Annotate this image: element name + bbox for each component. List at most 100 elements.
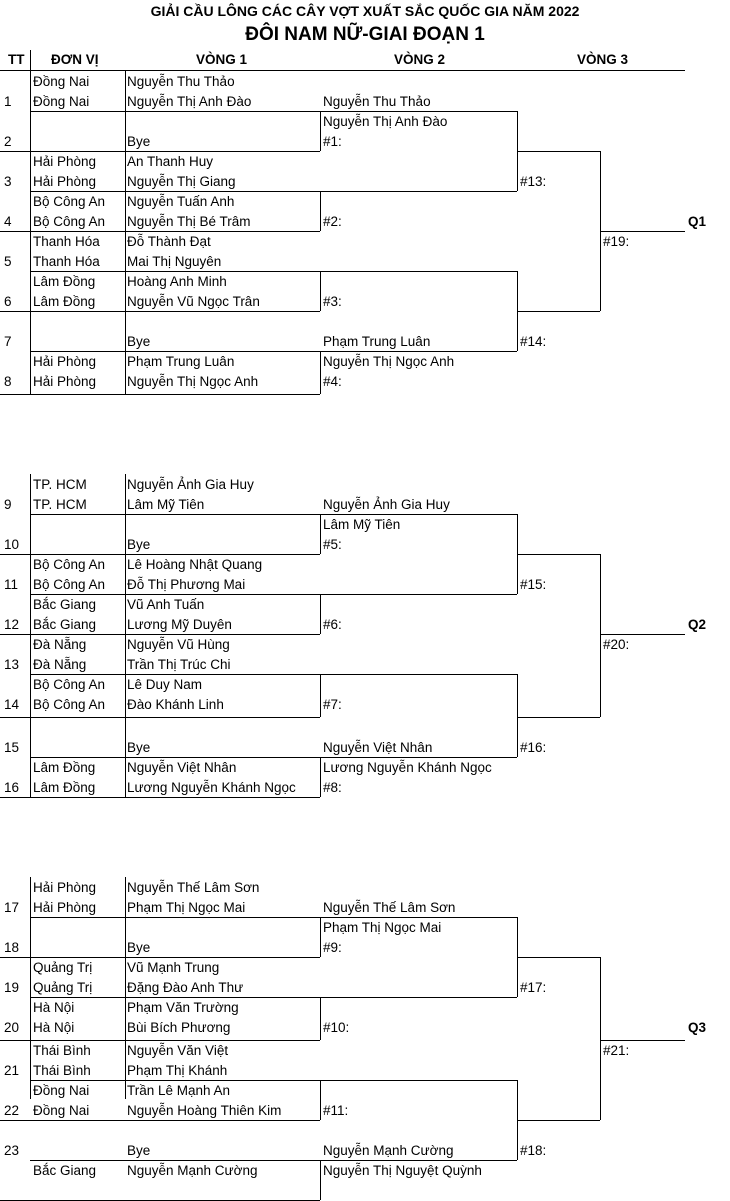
entry-number: 3 — [4, 174, 12, 189]
round1-match-line — [125, 1080, 320, 1081]
entry-player: Phạm Thị Khánh — [127, 1063, 228, 1078]
round2-match-label: #4: — [323, 374, 342, 389]
round2-line — [320, 757, 517, 758]
entry-unit: Hà Nội — [33, 1000, 75, 1015]
round1-match-line — [0, 797, 320, 798]
round2-player: Nguyễn Mạnh Cường — [323, 1143, 454, 1158]
entry-unit: Hải Phòng — [33, 374, 97, 389]
entry-unit: Lâm Đồng — [33, 780, 96, 795]
entry-unit: Bộ Công An — [33, 697, 106, 712]
entry-unit: Quảng Trị — [33, 980, 93, 995]
round2-line — [320, 594, 517, 595]
round1-match-line — [125, 351, 320, 352]
entry-player: Nguyễn Văn Việt — [127, 1043, 229, 1058]
round3-match-label: #16: — [520, 740, 547, 755]
round1-connector — [320, 917, 321, 957]
round1-match-line — [0, 311, 320, 312]
round2-player: Lâm Mỹ Tiên — [323, 517, 401, 532]
entry-player: Nguyễn Vũ Hùng — [127, 637, 230, 652]
entry-number: 7 — [4, 334, 12, 349]
round2-line — [320, 351, 517, 352]
entry-player: Lương Mỹ Duyên — [127, 617, 232, 632]
entry-unit: Bắc Giang — [33, 617, 97, 632]
round1-match-line — [125, 917, 320, 918]
header-separator — [30, 50, 31, 70]
entry-divider — [30, 757, 125, 758]
entry-player: Vũ Anh Tuấn — [127, 597, 205, 612]
round2-match-label: #11: — [323, 1103, 349, 1118]
entry-unit: Đồng Nai — [33, 74, 90, 89]
entry-unit: Bộ Công An — [33, 194, 106, 209]
qualifier-label: Q2 — [688, 617, 707, 632]
round2-player: Nguyễn Thị Ngọc Anh — [323, 354, 455, 369]
entry-unit: Bắc Giang — [33, 1163, 97, 1178]
entry-player: Bye — [127, 1143, 151, 1158]
entry-player: Phạm Văn Trường — [127, 1000, 239, 1015]
final-line — [600, 1040, 685, 1041]
entry-player: Lê Hoàng Nhật Quang — [127, 557, 263, 572]
entry-number: 16 — [4, 780, 20, 795]
entry-divider — [30, 674, 125, 675]
header-round1: VÒNG 1 — [196, 52, 248, 67]
entry-number: 21 — [4, 1063, 20, 1078]
round2-line — [320, 111, 517, 112]
entry-unit: Hải Phòng — [33, 174, 97, 189]
entry-unit: Bộ Công An — [33, 214, 106, 229]
round2-line — [320, 1080, 517, 1081]
round1-match-line — [0, 151, 320, 152]
round1-match-line — [125, 594, 320, 595]
entry-player: Nguyễn Ảnh Gia Huy — [127, 477, 254, 492]
round2-player: Nguyễn Thị Nguyệt Quỳnh — [323, 1163, 482, 1178]
round3-match-label: #14: — [520, 334, 547, 349]
round4-match-label: #21: — [603, 1043, 630, 1058]
entry-divider — [30, 514, 125, 515]
entry-unit: Thanh Hóa — [33, 254, 100, 269]
header-round3: VÒNG 3 — [577, 52, 629, 67]
header-tt: TT — [8, 52, 25, 67]
qualifier-label: Q3 — [688, 1020, 707, 1035]
entry-number: 20 — [4, 1020, 20, 1035]
entry-unit: Hải Phòng — [33, 900, 97, 915]
round3-connector — [600, 957, 601, 1120]
round1-match-line — [0, 231, 320, 232]
unit-column-separator — [30, 474, 31, 797]
round2-match-label: #6: — [323, 617, 342, 632]
entry-unit: Đà Nẵng — [33, 637, 87, 652]
round2-match-label: #3: — [323, 294, 342, 309]
round2-line — [320, 1160, 517, 1161]
entry-unit: Đồng Nai — [33, 1103, 90, 1118]
entry-player: Bye — [127, 940, 151, 955]
round1-connector — [320, 111, 321, 151]
entry-player: Phạm Trung Luân — [127, 354, 235, 369]
entry-divider — [30, 917, 125, 918]
entry-divider — [30, 1160, 125, 1161]
round2-player: Nguyễn Thu Thảo — [323, 94, 431, 109]
round2-line — [320, 191, 517, 192]
round2-line — [320, 514, 517, 515]
entry-number: 22 — [4, 1103, 20, 1118]
round1-match-line — [0, 634, 320, 635]
round1-match-line — [0, 1040, 320, 1041]
round1-connector — [320, 997, 321, 1040]
entry-divider — [30, 111, 125, 112]
entry-player: Nguyễn Thị Ngọc Anh — [127, 374, 259, 389]
round2-line — [320, 271, 517, 272]
entry-number: 19 — [4, 980, 20, 995]
round2-match-label: #2: — [323, 214, 342, 229]
entry-unit: Thanh Hóa — [33, 234, 100, 249]
player-column-separator — [125, 71, 126, 394]
entry-player: Trần Thị Trúc Chi — [127, 657, 231, 672]
entry-player: Bye — [127, 537, 151, 552]
entry-unit: Hải Phòng — [33, 154, 97, 169]
header-unit: ĐƠN VỊ — [51, 52, 99, 67]
round1-match-line — [125, 1160, 320, 1161]
entry-unit: Lâm Đồng — [33, 274, 96, 289]
entry-player: Bye — [127, 740, 151, 755]
entry-unit: TP. HCM — [33, 497, 87, 512]
entry-divider — [30, 997, 125, 998]
round2-player: Nguyễn Ảnh Gia Huy — [323, 497, 450, 512]
entry-number: 15 — [4, 740, 20, 755]
round4-match-label: #20: — [603, 637, 630, 652]
round1-connector — [320, 594, 321, 634]
entry-number: 18 — [4, 940, 20, 955]
